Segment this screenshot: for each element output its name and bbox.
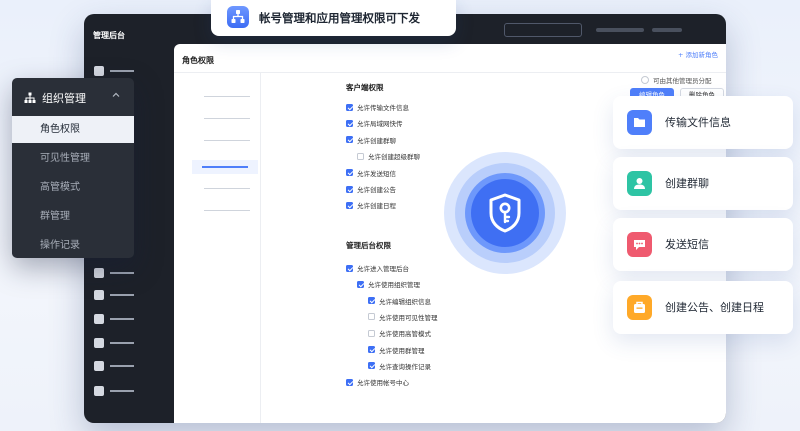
checkbox-checked-icon[interactable] [368, 362, 375, 370]
client-permissions-title: 客户端权限 [346, 83, 384, 92]
permission-label: 允许传输文件信息 [357, 104, 409, 112]
checkbox-checked-icon[interactable] [357, 280, 364, 288]
menu-item[interactable]: 群管理 [40, 211, 70, 222]
page-title: 角色权限 [182, 56, 214, 65]
checkbox-checked-icon[interactable] [346, 119, 353, 127]
menu-item[interactable]: 角色权限 [12, 116, 134, 143]
permission-checkbox-row[interactable]: 允许使用帐号中心 [346, 377, 409, 387]
feature-label: 发送短信 [665, 238, 709, 251]
feature-card-sms: 发送短信 [613, 218, 793, 271]
menu-item[interactable]: 操作记录 [40, 240, 80, 251]
permission-checkbox-row[interactable]: 允许编辑组织信息 [368, 296, 431, 306]
permission-label: 允许创建群聊 [357, 136, 396, 145]
role-list-item[interactable] [204, 140, 250, 141]
permission-label: 允许局域网快传 [357, 120, 403, 129]
permission-checkbox-row[interactable]: 允许局域网快传 [346, 118, 403, 128]
org-tree-icon [24, 92, 36, 103]
permission-label: 允许使用帐号中心 [357, 379, 409, 388]
permission-label: 允许发送短信 [357, 169, 396, 178]
menu-title: 组织管理 [42, 92, 86, 105]
checkbox-unchecked-icon[interactable] [368, 313, 375, 321]
permission-checkbox-row[interactable]: 允许发送短信 [346, 168, 396, 178]
sidebar-item[interactable] [94, 361, 174, 371]
permission-checkbox-row[interactable]: 允许创建群聊 [346, 135, 396, 145]
shield-key-icon [444, 152, 566, 274]
permission-label: 允许使用可见性管理 [379, 313, 438, 322]
assign-by-admin-option[interactable]: 可由其他管理员分配 [641, 75, 712, 85]
feature-label: 创建公告、创建日程 [665, 301, 764, 314]
folder-icon [627, 110, 652, 135]
checkbox-checked-icon[interactable] [346, 169, 353, 177]
checkbox-unchecked-icon[interactable] [357, 152, 364, 160]
permission-label: 允许进入管理后台 [357, 265, 409, 273]
checkbox-unchecked-icon[interactable] [368, 329, 375, 337]
feature-label: 创建群聊 [665, 177, 709, 190]
permission-label: 允许查询操作记录 [379, 362, 431, 371]
sidebar-item[interactable] [94, 66, 174, 76]
checkbox-checked-icon[interactable] [368, 346, 375, 353]
message-icon [627, 232, 652, 257]
sidebar-item[interactable] [94, 314, 174, 324]
permission-label: 允许使用高管模式 [379, 330, 431, 339]
checkbox-checked-icon[interactable] [346, 378, 353, 386]
permission-label: 允许使用组织管理 [368, 281, 420, 290]
sidebar-item[interactable] [94, 268, 174, 278]
calendar-bag-icon [627, 295, 652, 320]
permission-checkbox-row[interactable]: 允许进入管理后台 [346, 263, 409, 273]
add-role-link[interactable]: + 添加新角色 [677, 51, 718, 59]
feature-card-announcement-schedule: 创建公告、创建日程 [613, 281, 793, 334]
checkbox-checked-icon[interactable] [368, 297, 375, 305]
menu-header[interactable]: 组织管理 [24, 90, 86, 106]
app-title: 管理后台 [93, 31, 125, 40]
role-list [182, 82, 260, 423]
divider [260, 72, 261, 423]
permission-checkbox-row[interactable]: 允许使用组织管理 [357, 279, 420, 289]
role-list-item[interactable] [204, 118, 250, 119]
org-management-menu: 组织管理 角色权限可见性管理高管模式群管理操作记录 [12, 78, 134, 258]
top-bar-placeholder [596, 28, 644, 32]
top-bar-placeholder [652, 28, 682, 32]
checkbox-checked-icon[interactable] [346, 136, 353, 144]
permission-checkbox-row[interactable]: 允许查询操作记录 [368, 361, 431, 371]
checkbox-checked-icon[interactable] [346, 201, 353, 209]
permission-checkbox-row[interactable]: 允许创建公告 [346, 184, 396, 194]
sidebar-item[interactable] [94, 290, 174, 300]
permission-checkbox-row[interactable]: 允许创建日程 [346, 200, 396, 210]
permission-label: 允许创建日程 [357, 202, 396, 211]
assign-by-admin-label: 可由其他管理员分配 [653, 77, 712, 85]
org-chart-icon [227, 6, 249, 28]
checkbox-checked-icon[interactable] [346, 103, 353, 111]
sidebar-item[interactable] [94, 386, 174, 396]
checkbox-checked-icon[interactable] [346, 264, 353, 272]
role-list-item-active[interactable] [192, 160, 258, 174]
feature-label: 传输文件信息 [665, 116, 731, 129]
permission-checkbox-row[interactable]: 允许使用可见性管理 [368, 312, 438, 322]
radio-icon[interactable] [641, 76, 649, 84]
permission-label: 允许创建公告 [357, 186, 396, 194]
permission-checkbox-row[interactable]: 允许使用群管理 [368, 345, 425, 355]
menu-item[interactable]: 可见性管理 [40, 153, 90, 164]
role-list-item[interactable] [204, 188, 250, 189]
permission-label: 允许使用群管理 [379, 346, 425, 355]
top-search-box[interactable] [504, 23, 582, 37]
menu-item[interactable]: 高管模式 [40, 182, 80, 193]
admin-console-window: 管理后台 角色权限 + 添加新角色 客户端权限 编辑角色 删除角色 允许传输文件… [84, 14, 726, 423]
role-list-item[interactable] [204, 210, 250, 211]
chevron-up-icon[interactable] [112, 91, 120, 99]
permission-label: 允许创建超级群聊 [368, 153, 420, 162]
permission-checkbox-row[interactable]: 允许传输文件信息 [346, 102, 409, 112]
admin-permissions-title: 管理后台权限 [346, 241, 391, 250]
checkbox-checked-icon[interactable] [346, 185, 353, 193]
permission-label: 允许编辑组织信息 [379, 297, 431, 306]
permission-checkbox-row[interactable]: 允许使用高管模式 [368, 328, 431, 338]
permission-checkbox-row[interactable]: 允许创建超级群聊 [357, 151, 420, 161]
headline-badge: 帐号管理和应用管理权限可下发 [211, 0, 456, 36]
feature-card-group-chat: 创建群聊 [613, 157, 793, 210]
divider [174, 72, 726, 73]
feature-card-file-transfer: 传输文件信息 [613, 96, 793, 149]
group-chat-icon [627, 171, 652, 196]
sidebar-item[interactable] [94, 338, 174, 348]
role-list-item[interactable] [204, 96, 250, 97]
headline-text: 帐号管理和应用管理权限可下发 [259, 11, 420, 25]
